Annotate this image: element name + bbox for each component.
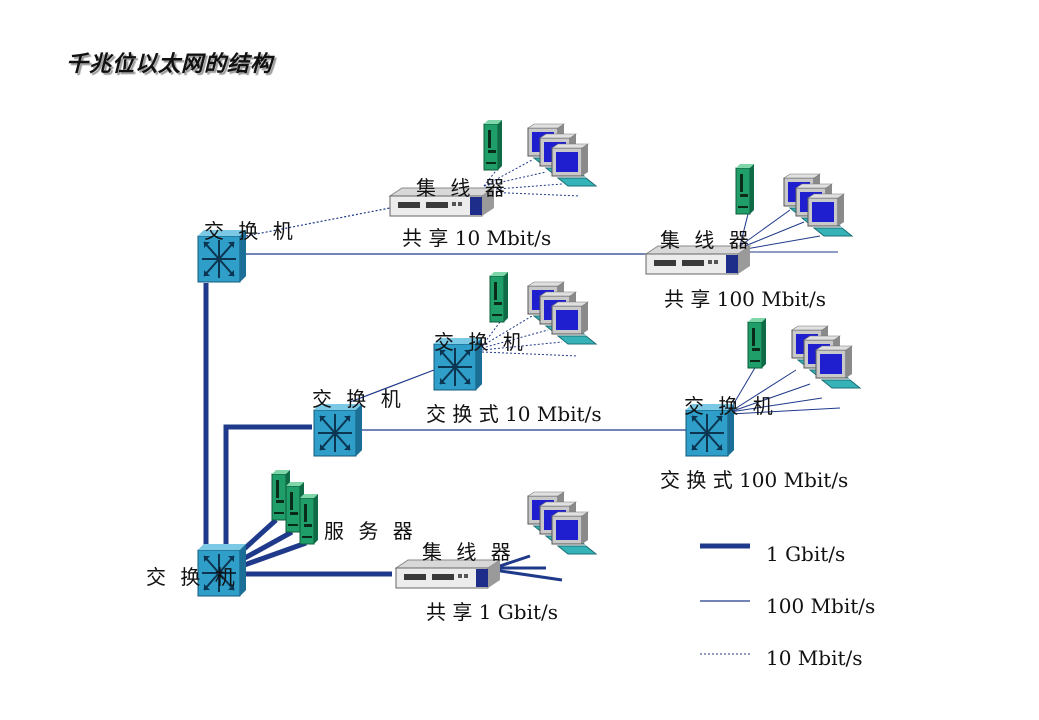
page-title: 千兆位以太网的结构 [66,52,274,77]
shared-1g-label: 共 享 1 Gbit/s [426,600,559,624]
hub-1g-label: 集 线 器 [422,540,515,564]
legend-label-10m: 10 Mbit/s [766,646,863,670]
pc-group-icon [792,326,860,388]
pc-group-icon [784,174,852,236]
switch-10m-label: 交 换 机 [434,330,527,354]
switch-core-label: 交 换 机 [146,565,239,589]
pc-group-icon [528,124,596,186]
legend-label-1g: 1 Gbit/s [766,542,846,566]
link-100m [349,369,435,403]
switch-top-label: 交 换 机 [204,219,297,243]
switched-100m-label: 交 换 式 100 Mbit/s [660,468,849,492]
legend [700,543,750,655]
server-label: 服 务 器 [324,519,417,543]
link-10m [245,206,396,237]
server-icon [735,163,755,215]
switch-100m-label: 交 换 机 [684,394,777,418]
link-1g [223,424,312,546]
server-icon [483,119,503,171]
links [203,159,841,582]
hub-100m-label: 集 线 器 [660,228,753,252]
shared-10m-label: 共 享 10 Mbit/s [402,226,552,250]
pc-group-icon [528,492,596,554]
link-1g [235,540,307,571]
pc-group-icon [528,282,596,344]
switched-10m-label: 交 换 式 10 Mbit/s [426,402,602,426]
server-icon [489,271,509,323]
hub-10m-label: 集 线 器 [416,176,509,200]
shared-100m-label: 共 享 100 Mbit/s [664,287,826,311]
server-farm-icon [271,469,319,545]
server-icon [747,317,767,369]
switch-middle-label: 交 换 机 [312,387,405,411]
legend-label-100m: 100 Mbit/s [766,594,876,618]
